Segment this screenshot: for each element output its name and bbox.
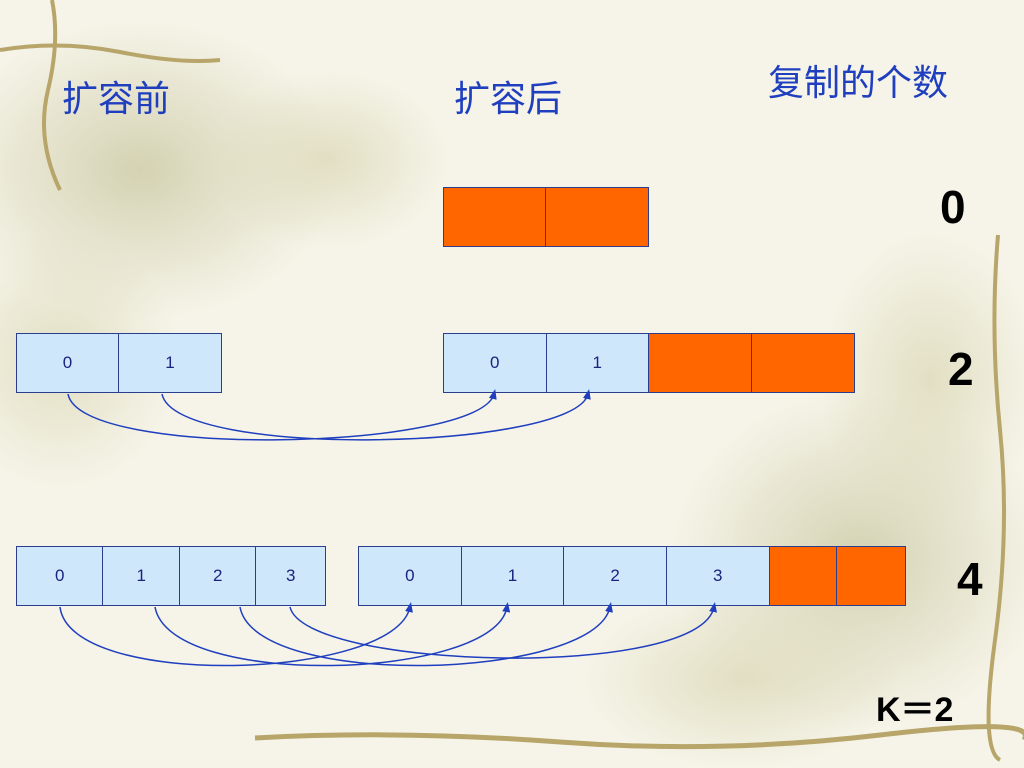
array-cell-empty [649, 334, 752, 392]
copy-count-row-1: 0 [940, 181, 966, 233]
array-cell: 2 [180, 547, 257, 605]
array-after-row-2: 0 1 [443, 333, 855, 393]
array-cell: 0 [359, 547, 462, 605]
array-cell: 1 [462, 547, 565, 605]
array-before-row-2: 0 1 [16, 333, 222, 393]
array-after-row-1 [443, 187, 649, 247]
heading-before-expansion: 扩容前 [62, 79, 171, 120]
array-cell: 1 [103, 547, 180, 605]
copy-count-row-2: 2 [948, 343, 974, 395]
array-cell: 2 [564, 547, 667, 605]
array-cell: 0 [17, 547, 104, 605]
array-cell-empty [751, 334, 854, 392]
array-cell-empty [769, 547, 838, 605]
heading-after-expansion: 扩容后 [454, 79, 563, 120]
array-before-row-3: 0 1 2 3 [16, 546, 326, 606]
array-cell: 3 [667, 547, 770, 605]
k-growth-factor: K＝2 [876, 691, 954, 729]
array-cell-empty [546, 188, 648, 246]
heading-copy-count: 复制的个数 [768, 63, 949, 104]
array-cell: 0 [444, 334, 547, 392]
array-cell: 1 [547, 334, 649, 392]
array-cell-empty [444, 188, 546, 246]
array-cell: 3 [285, 566, 296, 585]
array-after-row-3: 0 1 2 3 [358, 546, 906, 606]
array-cell: 1 [165, 353, 175, 372]
array-cell-empty [837, 547, 905, 605]
array-cell: 0 [17, 334, 119, 392]
copy-count-row-3: 4 [957, 553, 983, 605]
